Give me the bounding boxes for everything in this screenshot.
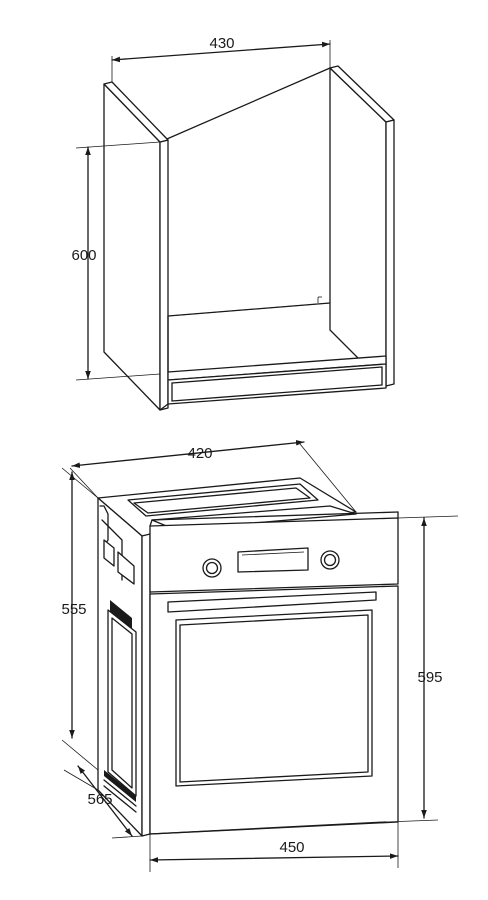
oven-depth-label: 565 — [87, 791, 112, 808]
oven-front-width-dimension: 450 — [149, 822, 399, 872]
oven-top-width-dimension: 420 — [69, 440, 357, 513]
oven-body-height-label: 555 — [61, 601, 86, 618]
cabinet-height-label: 600 — [71, 247, 96, 264]
cabinet-height-dimension: 600 — [71, 141, 161, 381]
oven-front-width-label: 450 — [279, 839, 304, 856]
cabinet-width-dimension: 430 — [111, 35, 331, 82]
oven-drawing — [97, 477, 399, 837]
oven-top-width-label: 420 — [187, 445, 212, 462]
oven-front-height-label: 595 — [417, 669, 442, 686]
cabinet-width-label: 430 — [209, 35, 234, 52]
door-handle — [167, 591, 377, 613]
oven-body-height-dimension: 555 — [61, 467, 99, 771]
cabinet-drawing — [103, 65, 395, 411]
oven-depth-dimension: 565 — [63, 765, 143, 839]
oven-front-height-dimension: 595 — [385, 515, 459, 823]
